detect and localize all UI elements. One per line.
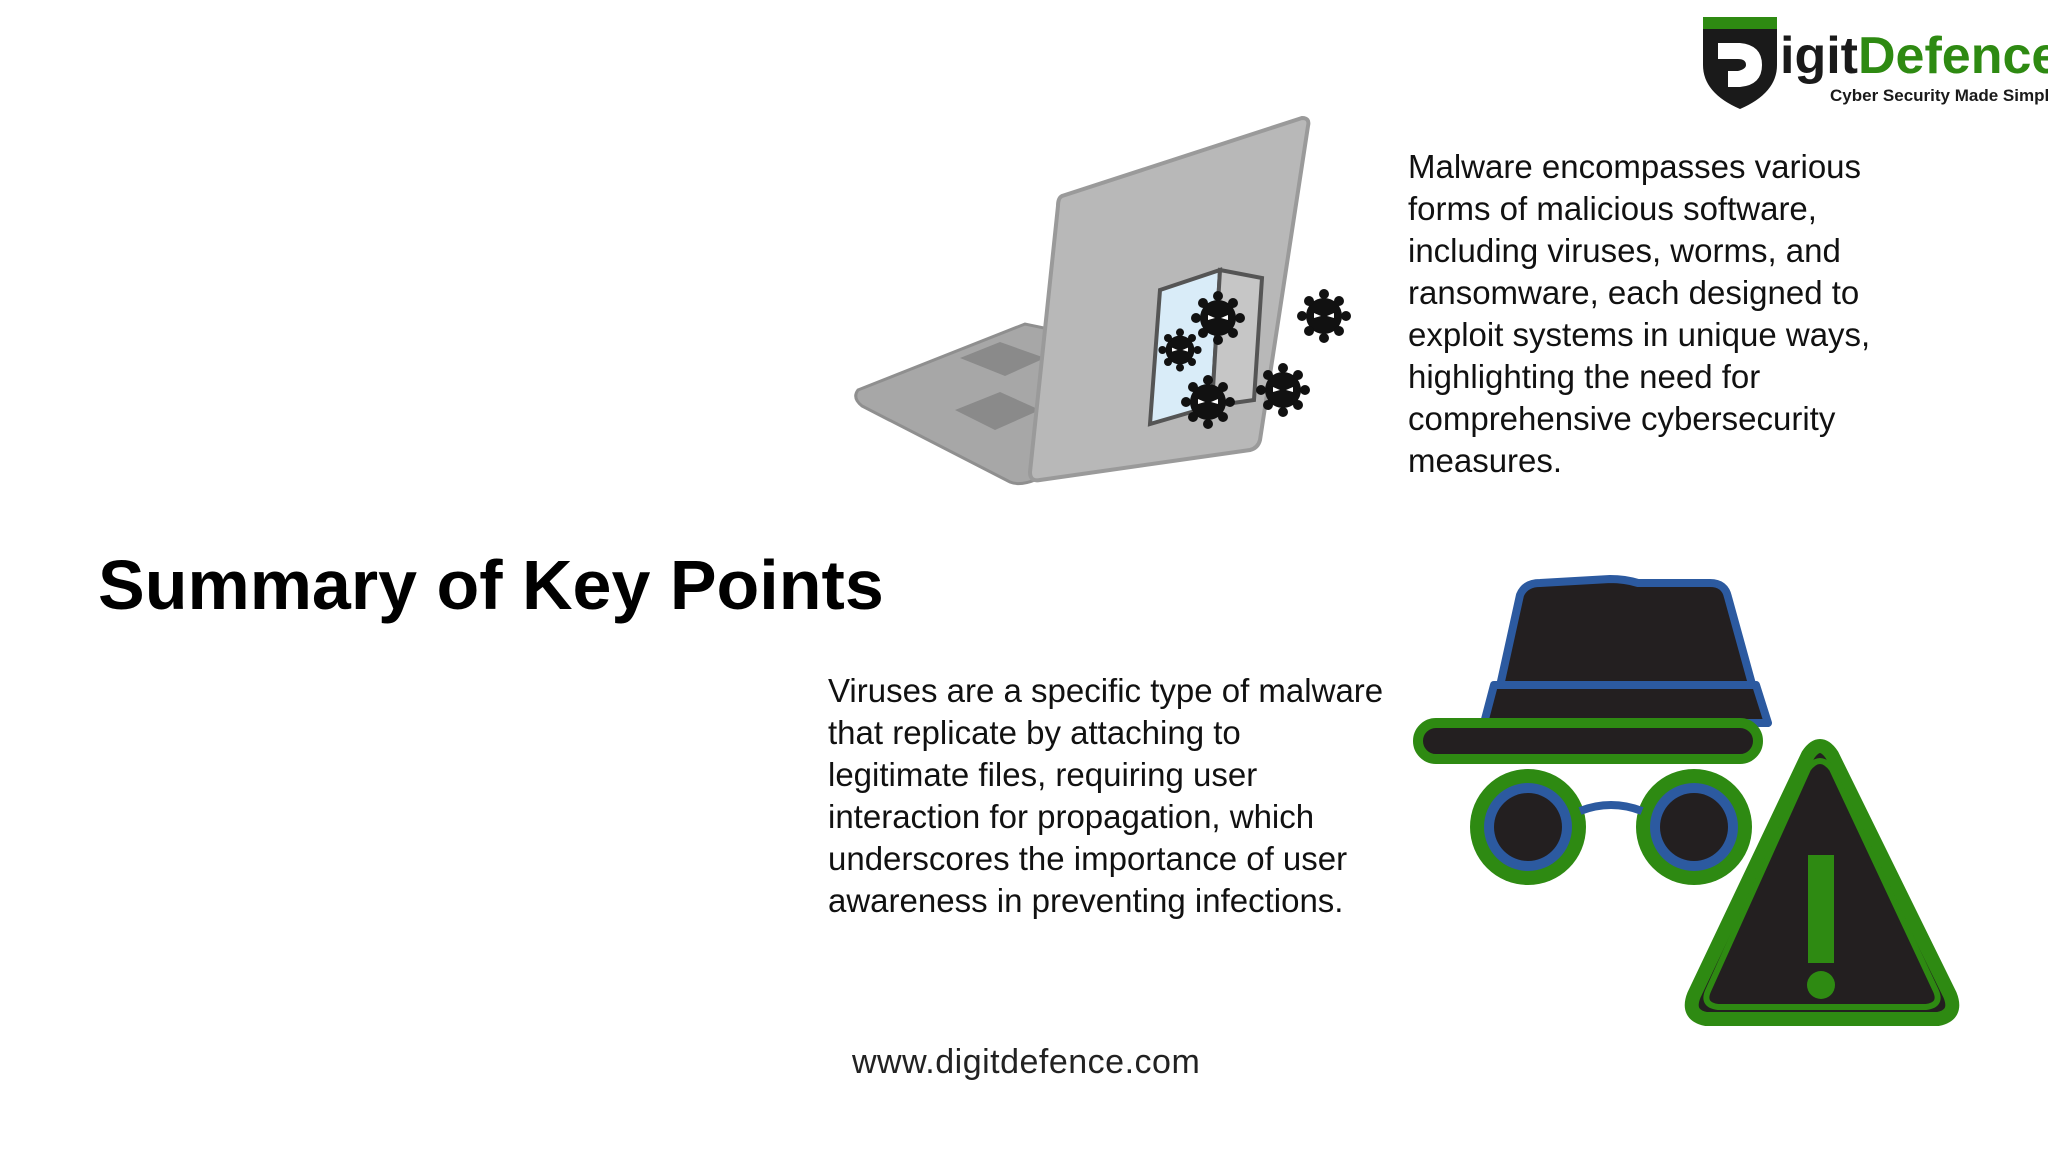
footer-url[interactable]: www.digitdefence.com (852, 1043, 1201, 1081)
page-title: Summary of Key Points (98, 546, 884, 624)
brand-wordmark: igitDefence (1780, 26, 2048, 86)
laptop-malware-illustration (854, 115, 1351, 486)
shield-logo-icon (1703, 17, 1777, 109)
brand-name-part1: igit (1780, 27, 1858, 85)
brand-name-part2: Defence (1857, 27, 2048, 85)
viruses-summary-text: Viruses are a specific type of malware t… (828, 672, 1384, 919)
spy-warning-illustration (1413, 575, 1960, 1026)
brand-logo: igitDefence Cyber Security Made Simple. (1700, 10, 2048, 110)
brand-tagline: Cyber Security Made Simple. (1830, 86, 2048, 105)
malware-summary-text: Malware encompasses various forms of mal… (1408, 148, 1871, 479)
